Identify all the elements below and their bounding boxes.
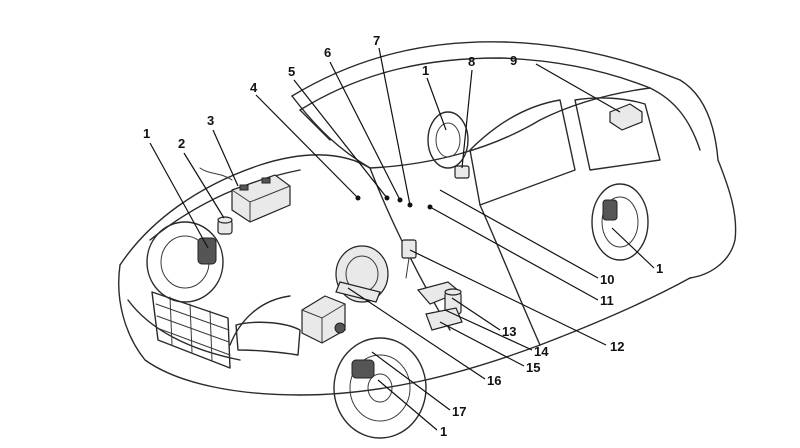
pedal-assembly: [401, 239, 417, 279]
callout-labels: 1 2 3 4 5 6 7 1 8 9 10 1 11 12 13 14 15 …: [143, 33, 663, 439]
hydraulic-unit: [301, 295, 346, 344]
callout-1-front-right: 1: [440, 424, 447, 439]
callout-1-rear-left: 1: [422, 63, 429, 78]
callout-5: 5: [288, 64, 295, 79]
callout-7: 7: [373, 33, 380, 48]
callout-4: 4: [250, 80, 258, 95]
callout-1-rear-right: 1: [656, 261, 663, 276]
callout-2: 2: [178, 136, 185, 151]
fluid-reservoir: [217, 216, 233, 235]
callout-9: 9: [510, 53, 517, 68]
callout-15: 15: [526, 360, 540, 375]
callout-12: 12: [610, 339, 624, 354]
callout-16: 16: [487, 373, 501, 388]
callout-11: 11: [600, 293, 614, 308]
leader-lines: [149, 47, 655, 431]
callout-17: 17: [452, 404, 466, 419]
brake-booster: [335, 245, 389, 303]
rear-left-wheel: [427, 111, 469, 169]
callout-13: 13: [502, 324, 516, 339]
callout-10: 10: [600, 272, 614, 287]
callout-3: 3: [207, 113, 214, 128]
pump-actuator: [416, 281, 463, 331]
front-left-wheel: [146, 221, 224, 303]
headlight: [235, 321, 301, 356]
battery: [199, 167, 291, 223]
rear-right-wheel: [591, 183, 649, 261]
radiator-grille: [151, 291, 231, 369]
callout-1-front-left: 1: [143, 126, 150, 141]
front-right-wheel: [333, 337, 427, 439]
rear-control-module: [609, 103, 643, 131]
callout-6: 6: [324, 45, 331, 60]
callout-8: 8: [468, 54, 475, 69]
callout-14: 14: [534, 344, 549, 359]
